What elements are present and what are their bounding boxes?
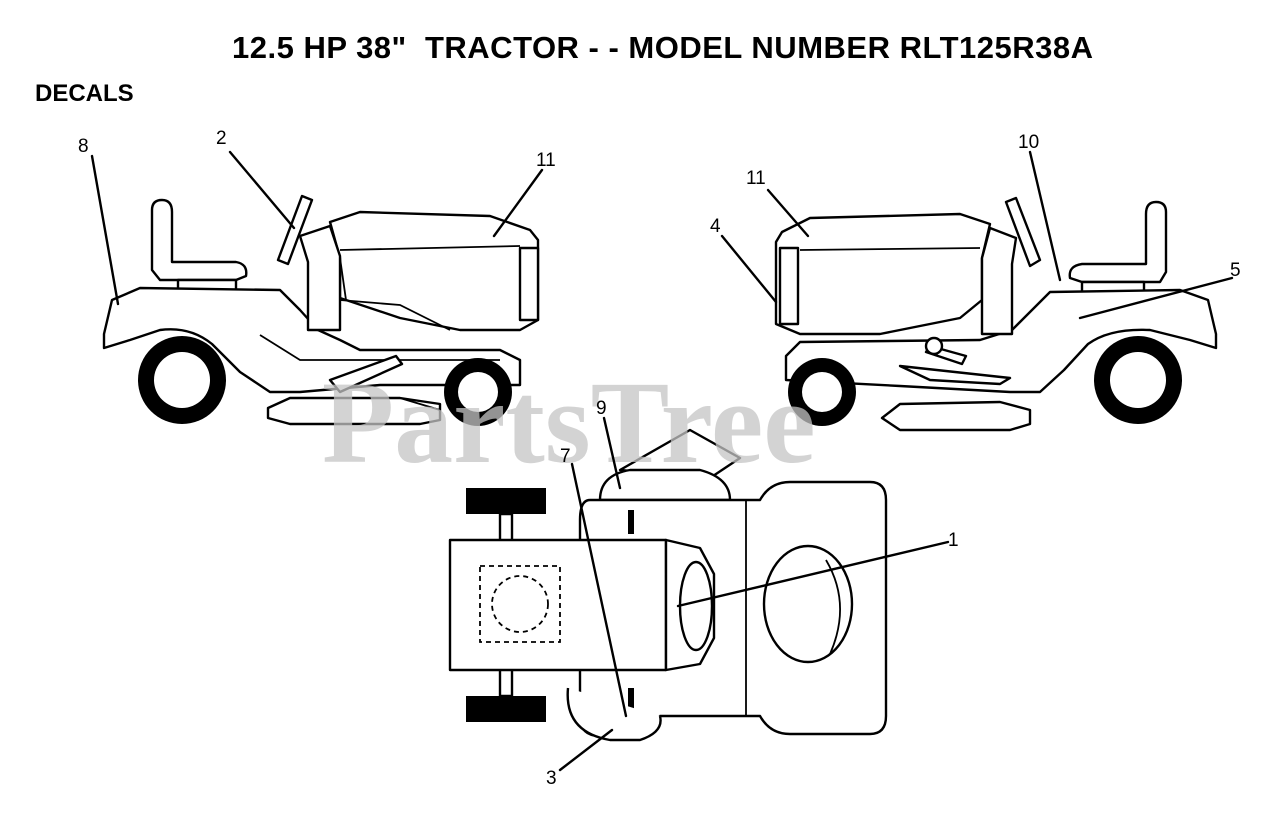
callout-8: 8 <box>78 136 89 157</box>
callout-9: 9 <box>596 398 607 419</box>
page-title: 12.5 HP 38" TRACTOR - - MODEL NUMBER RLT… <box>232 30 1094 65</box>
callout-1: 1 <box>948 530 959 551</box>
watermark: PartsTree <box>322 357 816 488</box>
tractor-right-side-view <box>774 196 1218 432</box>
callout-7: 7 <box>560 446 571 467</box>
tractor-top-view <box>448 428 888 742</box>
tractor-left-side-view <box>102 194 540 426</box>
callout-11-left: 11 <box>536 150 556 171</box>
callout-11-right: 11 <box>746 168 766 189</box>
callout-3: 3 <box>546 768 557 789</box>
callout-labels: 8 2 11 10 11 4 5 9 7 1 3 <box>78 128 1241 789</box>
callout-5: 5 <box>1230 260 1241 281</box>
leader-lines <box>90 150 1234 772</box>
callout-4: 4 <box>710 216 721 237</box>
section-heading: DECALS <box>35 80 134 107</box>
callout-10: 10 <box>1018 132 1039 153</box>
callout-2: 2 <box>216 128 227 149</box>
